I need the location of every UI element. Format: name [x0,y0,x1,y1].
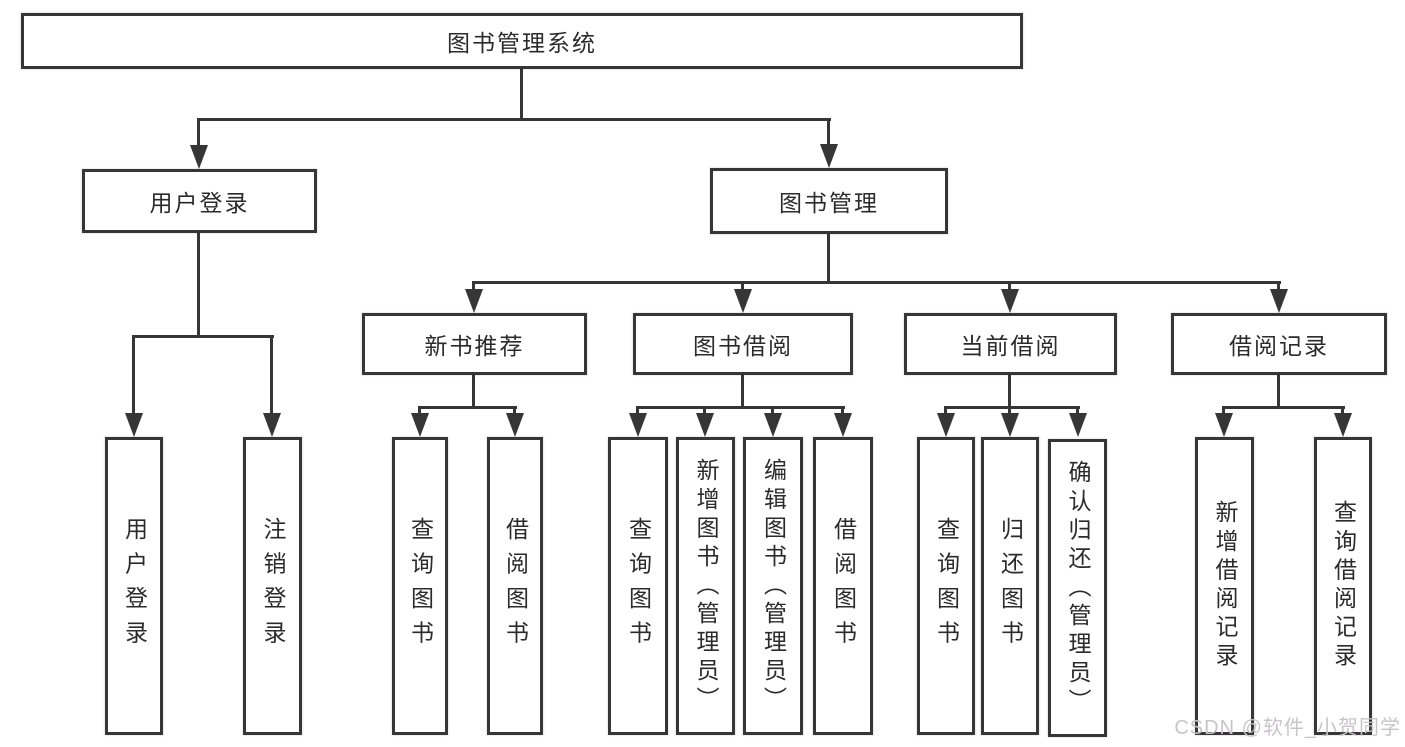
connector-line [418,406,421,415]
node-new-book-recommend: 新书推荐 [362,313,587,375]
arrowhead-icon [263,413,281,437]
arrowhead-icon [764,413,782,437]
leaf-query-book: 查询图书 [608,437,668,735]
arrowhead-icon [125,413,143,437]
arrowhead-icon [696,413,714,437]
leaf-label: 新增图书（管理员） [693,457,719,715]
leaf-label: 用户登录 [121,517,148,655]
connector-line [827,118,830,146]
node-book-borrow: 图书借阅 [633,313,853,375]
connector-line [270,335,273,415]
connector-line [197,118,200,147]
arrowhead-icon [629,413,647,437]
arrowhead-icon [734,289,752,313]
leaf-user-login: 用户登录 [105,437,163,735]
connector-line [636,406,845,409]
connector-line [741,375,744,408]
leaf-borrow-book: 借阅图书 [813,437,873,735]
csdn-watermark: CSDN @软件_小贺同学 [1174,717,1401,739]
leaf-logout: 注销登录 [243,437,302,735]
leaf-query-book: 查询图书 [392,437,448,735]
arrowhead-icon [1334,413,1352,437]
connector-line [1008,281,1011,291]
arrowhead-icon [1069,413,1087,437]
arrowhead-icon [465,289,483,313]
leaf-label: 新增借阅记录 [1212,500,1238,672]
connector-line [827,234,830,281]
connector-line [132,335,135,415]
connector-line [636,406,639,415]
connector-line [472,281,1281,284]
arrowhead-icon [1001,413,1019,437]
arrowhead-icon [834,413,852,437]
connector-line [1222,406,1345,409]
leaf-borrow-book: 借阅图书 [487,437,543,735]
leaf-label: 确认归还（管理员） [1065,459,1091,717]
arrowhead-icon [411,413,429,437]
connector-line [1076,406,1079,415]
connector-line [1277,375,1280,408]
arrowhead-icon [506,413,524,437]
node-library-management-system: 图书管理系统 [21,13,1023,69]
arrowhead-icon [1215,413,1233,437]
leaf-label: 查询图书 [407,517,434,655]
connector-line [944,406,947,415]
leaf-label: 查询借阅记录 [1330,500,1357,672]
leaf-label: 查询图书 [625,517,652,655]
connector-line [944,406,1080,409]
connector-line [132,335,274,338]
leaf-query-book: 查询图书 [917,437,975,735]
leaf-add-book-admin: 新增图书（管理员） [676,437,735,735]
arrowhead-icon [1001,289,1019,313]
arrowhead-icon [1270,289,1288,313]
connector-line [520,69,523,118]
connector-line [418,406,517,409]
connector-line [1222,406,1225,415]
leaf-add-borrow-record: 新增借阅记录 [1195,437,1254,735]
connector-line [1008,406,1011,415]
connector-line [841,406,844,415]
leaf-return-book: 归还图书 [981,437,1039,735]
connector-line [1341,406,1344,415]
leaf-label: 编辑图书（管理员） [760,457,787,715]
leaf-label: 借阅图书 [502,517,529,655]
leaf-label: 借阅图书 [830,517,857,655]
leaf-confirm-return-admin: 确认归还（管理员） [1048,439,1107,737]
arrowhead-icon [820,144,838,168]
node-borrow-records: 借阅记录 [1171,313,1387,375]
connector-line [472,281,475,291]
connector-line [472,375,475,408]
arrowhead-icon [937,413,955,437]
leaf-label: 归还图书 [997,517,1024,655]
connector-line [741,281,744,291]
connector-line [771,406,774,415]
leaf-label: 注销登录 [260,517,286,655]
leaf-edit-book-admin: 编辑图书（管理员） [743,437,803,735]
leaf-query-borrow-record: 查询借阅记录 [1314,437,1372,735]
leaf-label: 查询图书 [933,517,960,655]
connector-line [1277,281,1280,291]
connector-line [513,406,516,415]
node-user-login: 用户登录 [82,169,317,233]
connector-line [198,118,831,121]
node-current-borrow: 当前借阅 [904,313,1117,375]
connector-line [197,233,200,336]
node-book-management: 图书管理 [710,168,948,234]
arrowhead-icon [190,145,208,169]
connector-line [1008,375,1011,408]
connector-line [703,406,706,415]
